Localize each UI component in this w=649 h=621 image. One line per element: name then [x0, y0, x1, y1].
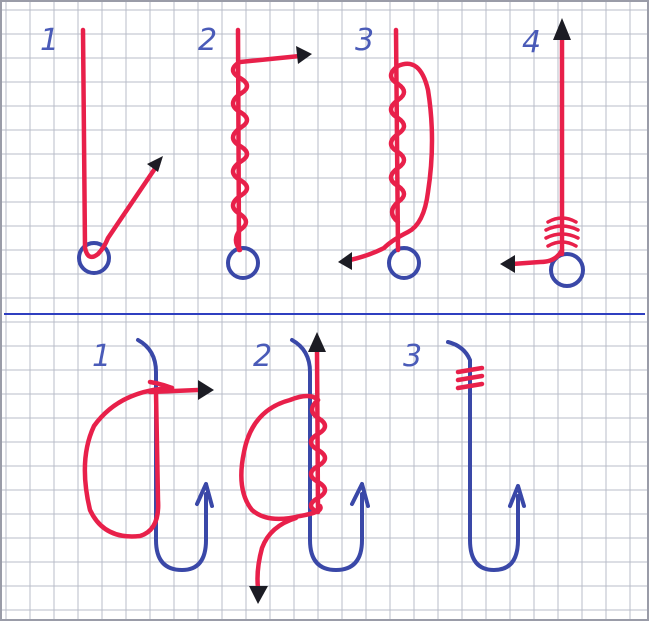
coil-path: [347, 61, 435, 263]
top-step-1-label: 1: [40, 23, 59, 58]
top-step-3-label: 3: [355, 23, 374, 58]
arrowhead-icon: [198, 380, 214, 400]
hook-barb: [350, 482, 370, 508]
eye-loop: [387, 246, 421, 280]
hook-icon: [446, 340, 520, 572]
top-step-2-figure: [226, 27, 312, 280]
arrowhead-icon: [500, 255, 515, 273]
top-step-4-label: 4: [522, 25, 541, 60]
arrowhead-icon: [147, 156, 163, 172]
top-step-2-label: 2: [198, 23, 217, 58]
bottom-step-1-figure: [82, 338, 214, 572]
bottom-step-3-label: 3: [403, 339, 422, 374]
eye-loop: [77, 241, 111, 275]
loop-path: [239, 393, 323, 522]
knot-wraps: [455, 365, 485, 391]
top-step-4-figure: [500, 18, 585, 288]
bottom-step-2-label: 2: [253, 339, 272, 374]
standing-line: [393, 27, 401, 253]
eye-loop: [226, 246, 260, 280]
tag-end: [509, 247, 565, 267]
arrowhead-icon: [308, 332, 326, 352]
bottom-step-3-figure: [446, 340, 526, 572]
hook-icon: [290, 338, 364, 572]
knot-wraps: [544, 216, 580, 248]
arrowhead-icon: [249, 586, 268, 604]
bottom-step-1-label: 1: [92, 339, 111, 374]
arrowhead-icon: [338, 252, 352, 270]
top-step-1-figure: [77, 27, 163, 275]
loop-path: [82, 385, 175, 539]
standing-line: [314, 347, 321, 513]
arrowhead-icon: [553, 18, 571, 40]
hook-icon: [136, 338, 208, 572]
coil-path: [308, 397, 328, 515]
tag-end: [255, 515, 299, 591]
coil-path: [230, 53, 303, 253]
eye-loop: [549, 252, 585, 288]
line-path: [80, 27, 161, 260]
bottom-step-2-figure: [239, 332, 370, 604]
top-step-3-figure: [338, 27, 435, 280]
hook-barb: [195, 482, 214, 508]
arrowhead-icon: [296, 46, 312, 64]
line-extension: [147, 387, 201, 395]
hook-barb: [508, 484, 526, 508]
